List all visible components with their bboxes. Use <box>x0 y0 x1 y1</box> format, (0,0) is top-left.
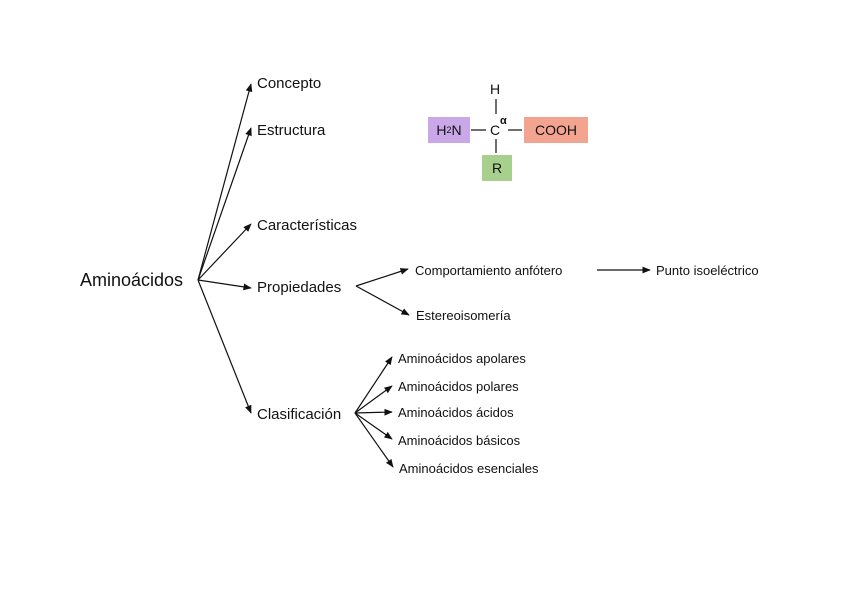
node-clasificacion-item: Aminoácidos básicos <box>398 433 521 448</box>
molecule-carboxyl-group: COOH <box>524 117 588 143</box>
molecule-top-h: H <box>490 81 501 97</box>
molecule-amine-n: N <box>451 122 462 138</box>
arrow-to-acidos <box>354 408 393 416</box>
branch-caracteristicas: Características <box>257 217 358 234</box>
molecule-side-chain: R <box>482 155 512 181</box>
molecule-carboxyl-label: COOH <box>535 122 577 138</box>
node-clasificacion-item: Aminoácidos apolares <box>398 351 526 366</box>
arrow-to-polares <box>354 385 393 414</box>
node-comportamiento-anfotero: Comportamiento anfótero <box>415 263 563 278</box>
root-aminoacidos: Aminoácidos <box>80 270 184 290</box>
molecule-alpha-symbol: α <box>500 115 507 127</box>
molecule-alpha-carbon: C <box>490 122 501 138</box>
node-estereoisomeria: Estereoisomería <box>416 308 511 323</box>
arrow-to-apolares <box>354 356 393 414</box>
branch-estructura: Estructura <box>257 122 326 139</box>
arrow-to-caracteristicas <box>197 223 252 281</box>
branch-propiedades: Propiedades <box>257 279 342 296</box>
arrow-to-clasificacion <box>197 279 252 414</box>
arrow-to-propiedades <box>197 279 252 291</box>
arrow-to-estereo <box>355 285 410 316</box>
arrow-to-concepto <box>197 83 253 281</box>
node-clasificacion-item: Aminoácidos polares <box>398 379 519 394</box>
molecule-amine-sub: 2 <box>446 124 452 135</box>
branch-concepto: Concepto <box>257 75 322 92</box>
arrow-to-estructura <box>197 127 252 281</box>
molecule-amine-h: H <box>436 122 447 138</box>
branch-clasificacion: Clasificación <box>257 406 342 423</box>
node-clasificacion-item: Aminoácidos esenciales <box>399 461 539 476</box>
node-punto-isoelectrico: Punto isoeléctrico <box>656 263 759 278</box>
arrow-to-basicos <box>354 412 393 440</box>
arrow-to-comportamiento <box>355 268 409 287</box>
molecule-side-chain-label: R <box>491 160 503 176</box>
arrow-to-esenciales <box>354 412 394 468</box>
node-clasificacion-item: Aminoácidos ácidos <box>398 405 514 420</box>
